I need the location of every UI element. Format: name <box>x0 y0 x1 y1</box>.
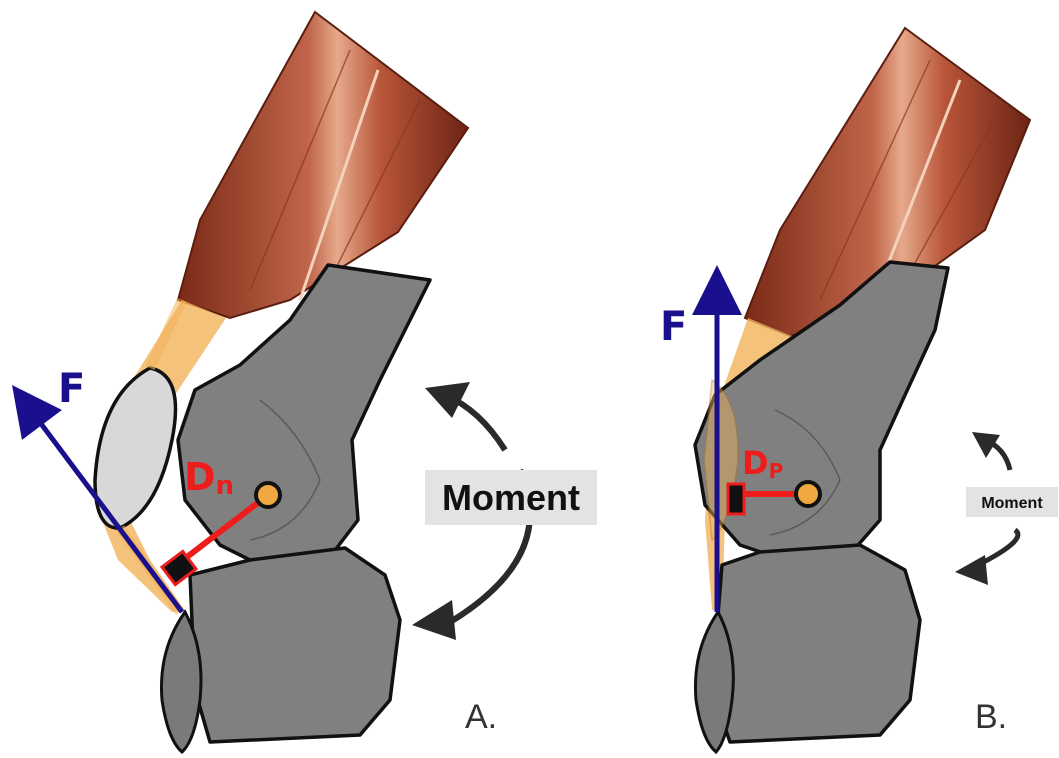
panel-label-b: B. <box>975 698 1007 736</box>
right-angle-marker-b <box>728 484 744 514</box>
moment-label-a: Moment <box>442 477 580 518</box>
joint-center-a <box>256 483 280 507</box>
joint-center-b <box>796 482 820 506</box>
force-label-a: F <box>58 366 85 412</box>
distance-subscript-b: P <box>769 459 784 483</box>
panel-label-a: A. <box>465 698 497 736</box>
moment-arrowhead-top-a <box>425 382 470 418</box>
moment-arrowhead-bottom-a <box>412 600 456 640</box>
panel-a: F Dn Moment A. <box>18 12 597 752</box>
patella-a <box>95 368 176 528</box>
tibia-b <box>712 545 920 742</box>
tibia-a <box>190 548 400 742</box>
bone-end-a <box>161 612 201 752</box>
force-label-b: F <box>660 304 687 350</box>
panel-b: F DP Moment B. <box>660 28 1058 752</box>
moment-label-b: Moment <box>981 495 1043 512</box>
moment-arrowhead-bottom-b <box>955 555 988 585</box>
distance-subscript-a: n <box>216 471 235 501</box>
